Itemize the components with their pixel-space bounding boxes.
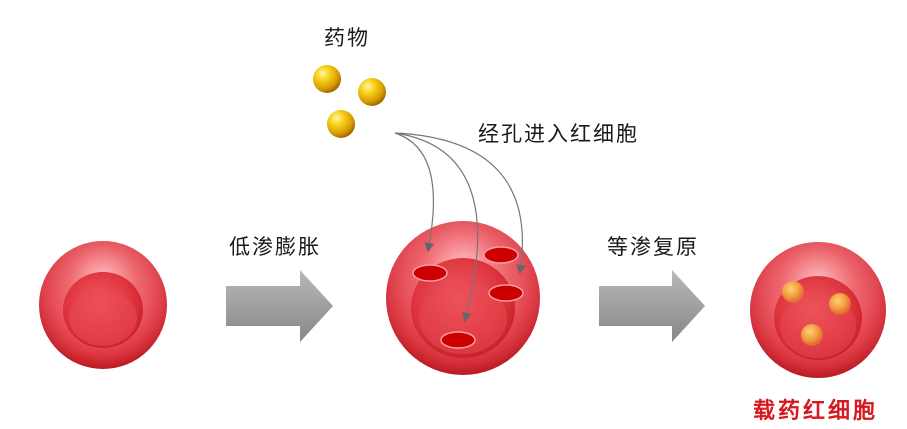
membrane-pore — [440, 331, 476, 349]
gold-sphere-icon — [327, 110, 355, 138]
rbc-normal — [39, 241, 167, 369]
process-arrow-2 — [599, 270, 705, 342]
rbc-drug-loaded — [750, 242, 886, 378]
entry-arrow — [394, 132, 526, 275]
isotonic-recovery-label: 等渗复原 — [607, 235, 699, 259]
gold-sphere-icon — [358, 78, 386, 106]
membrane-pore — [488, 284, 524, 302]
pore-entry-label: 经孔进入红细胞 — [478, 122, 639, 146]
loaded-drug-particle — [829, 293, 851, 315]
gold-sphere-icon — [313, 65, 341, 93]
entry-paths — [394, 132, 526, 323]
entry-arrow — [394, 132, 479, 323]
loaded-drug-particle — [801, 324, 823, 346]
drug-label: 药物 — [324, 26, 370, 50]
hypotonic-swelling-label: 低渗膨胀 — [229, 235, 321, 259]
loaded-drug-particle — [782, 281, 804, 303]
rbc-swollen — [386, 221, 540, 375]
process-arrow-1 — [226, 270, 333, 342]
drug-loaded-rbc-label: 载药红细胞 — [753, 399, 879, 424]
entry-arrow — [394, 132, 435, 253]
membrane-pore — [483, 246, 519, 264]
drug-particles — [313, 65, 386, 138]
membrane-pore — [412, 264, 448, 282]
